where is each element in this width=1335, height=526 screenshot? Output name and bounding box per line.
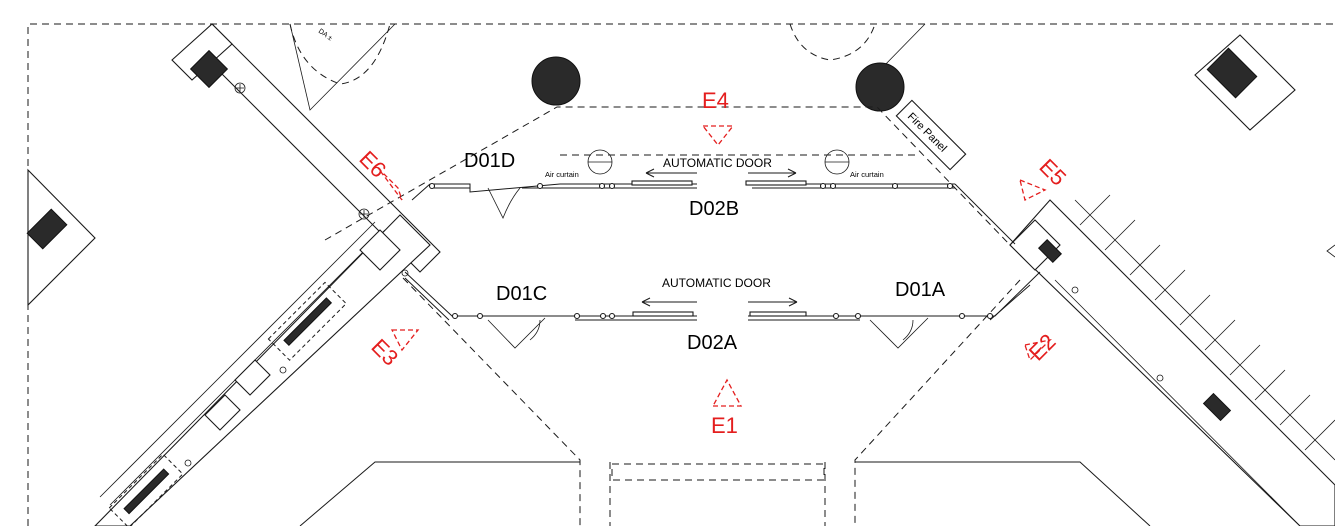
wall-far-left [26, 168, 96, 307]
column-left [531, 56, 581, 106]
elevation-label-e5: E5 [1034, 154, 1071, 191]
vestibule-upper-wall [411, 180, 1016, 245]
door-swing-arc-top-right [789, 23, 876, 61]
door-swing-arc-top-left [289, 23, 391, 85]
elevation-marker-e3: E3 [366, 329, 420, 371]
door-tag-d01a: D01A [895, 279, 946, 301]
door-tag-d02b: D02B [689, 198, 739, 220]
elevation-marker-e2: E2 [1024, 329, 1061, 366]
air-curtain-left: Air curtain [545, 149, 613, 179]
air-curtain-left-label: Air curtain [545, 170, 579, 179]
wall-lower-left [94, 214, 431, 526]
site-boundary-line [27, 23, 1335, 526]
canopy-outline-top [324, 106, 1011, 246]
automatic-door-lower-label: AUTOMATIC DOOR [662, 276, 771, 290]
column-right [855, 62, 905, 112]
door-tag-d01c: D01C [496, 283, 547, 305]
door-leaf-top-right [879, 23, 926, 71]
automatic-door-upper-label: AUTOMATIC DOOR [663, 156, 772, 170]
elevation-marker-e4: E4 [701, 88, 735, 147]
door-tag-d01d: D01D [464, 150, 515, 172]
air-curtain-right-label: Air curtain [850, 170, 884, 179]
automatic-door-upper: AUTOMATIC DOOR [645, 156, 797, 178]
canopy-outline-bottom [402, 277, 1021, 526]
door-tag-d02a: D02A [687, 332, 738, 354]
elevation-label-e3: E3 [366, 334, 403, 371]
building-lower-outline [299, 461, 1151, 526]
vestibule-lower-wall [404, 271, 1041, 349]
da-text: DA ± [317, 28, 334, 42]
edge-marker-right [1326, 244, 1335, 258]
elevation-marker-e5: E5 [1019, 154, 1071, 201]
elevation-marker-e1: E1 [711, 378, 743, 438]
elevation-label-e1: E1 [711, 413, 738, 438]
elevation-label-e2: E2 [1024, 329, 1061, 366]
automatic-door-lower: AUTOMATIC DOOR [641, 276, 798, 307]
fixture-top-right [1194, 34, 1296, 131]
wall-lower-right [1009, 194, 1335, 526]
door-leaf-top-left [289, 23, 396, 111]
elevation-label-e4: E4 [702, 88, 729, 113]
fire-panel: Fire Panel [895, 99, 967, 171]
air-curtain-right: Air curtain [824, 149, 884, 179]
